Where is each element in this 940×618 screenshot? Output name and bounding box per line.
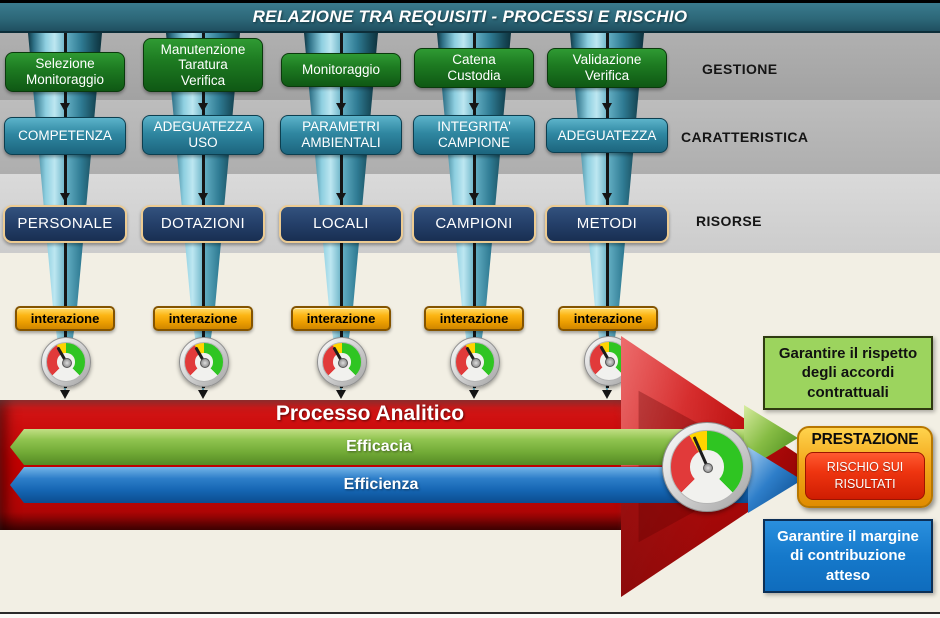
gauge-icon [41, 337, 91, 387]
outcome-margine-box: Garantire il margine di contribuzione at… [763, 519, 933, 593]
rischio-box: RISCHIO SUI RISULTATI [805, 452, 925, 500]
arrow-down-icon [336, 193, 346, 202]
gauge-face [670, 430, 744, 504]
page-title: RELAZIONE TRA REQUISITI - PROCESSI E RIS… [252, 7, 688, 26]
gauge-face [455, 342, 495, 382]
risorse-box: CAMPIONI [412, 205, 536, 243]
arrow-down-icon [198, 103, 208, 112]
gestione-box: Monitoraggio [281, 53, 401, 87]
process-arrow-body [0, 400, 622, 530]
row-label-caratteristica: CARATTERISTICA [681, 129, 809, 145]
interazione-badge: interazione [558, 306, 658, 331]
risk-gauge-icon [662, 422, 752, 512]
arrow-down-icon [198, 390, 208, 399]
gauge-hub [605, 357, 615, 367]
arrow-down-icon [602, 390, 612, 399]
row-label-gestione: GESTIONE [702, 61, 778, 77]
gauge-face [322, 342, 362, 382]
gauge-face [46, 342, 86, 382]
gauge-icon [179, 337, 229, 387]
prestazione-label: PRESTAZIONE [811, 431, 919, 448]
process-title: Processo Analitico [275, 402, 465, 425]
arrow-down-icon [469, 103, 479, 112]
caratteristica-box: PARAMETRI AMBIENTALI [280, 115, 402, 155]
arrow-down-icon [198, 193, 208, 202]
arrow-down-icon [336, 103, 346, 112]
arrow-down-icon [602, 103, 612, 112]
caratteristica-box: ADEGUATEZZA [546, 118, 668, 153]
gauge-icon [317, 337, 367, 387]
outcome-contract-box: Garantire il rispetto degli accordi cont… [763, 336, 933, 410]
gestione-box: Selezione Monitoraggio [5, 52, 125, 92]
bottom-edge-line [0, 612, 940, 614]
gauge-hub [338, 358, 348, 368]
prestazione-box: PRESTAZIONE RISCHIO SUI RISULTATI [797, 426, 933, 508]
interazione-badge: interazione [15, 306, 115, 331]
title-bar: RELAZIONE TRA REQUISITI - PROCESSI E RIS… [0, 0, 940, 33]
interazione-badge: interazione [153, 306, 253, 331]
risorse-box: METODI [545, 205, 669, 243]
gauge-hub [62, 358, 72, 368]
gauge-hub [200, 358, 210, 368]
gauge-hub [703, 463, 713, 473]
caratteristica-box: COMPETENZA [4, 117, 126, 155]
caratteristica-box: ADEGUATEZZA USO [142, 115, 264, 155]
arrow-down-icon [60, 390, 70, 399]
arrow-down-icon [469, 390, 479, 399]
interazione-badge: interazione [291, 306, 391, 331]
efficienza-label: Efficienza [343, 476, 419, 493]
efficacia-arrow: Efficacia [10, 429, 748, 465]
arrow-down-icon [60, 193, 70, 202]
gauge-face [184, 342, 224, 382]
efficienza-arrow: Efficienza [10, 467, 752, 503]
arrow-down-icon [60, 103, 70, 112]
gauge-icon [450, 337, 500, 387]
gestione-box: Catena Custodia [414, 48, 534, 88]
caratteristica-box: INTEGRITA' CAMPIONE [413, 115, 535, 155]
gauge-hub [471, 358, 481, 368]
arrow-down-icon [336, 390, 346, 399]
interazione-badge: interazione [424, 306, 524, 331]
risorse-box: PERSONALE [3, 205, 127, 243]
gestione-box: Validazione Verifica [547, 48, 667, 88]
gestione-box: Manutenzione Taratura Verifica [143, 38, 263, 92]
risorse-box: LOCALI [279, 205, 403, 243]
arrow-down-icon [602, 193, 612, 202]
arrow-down-icon [469, 193, 479, 202]
bottom-margin [0, 614, 940, 618]
efficacia-label: Efficacia [346, 438, 412, 455]
row-label-risorse: RISORSE [696, 213, 762, 229]
risorse-box: DOTAZIONI [141, 205, 265, 243]
